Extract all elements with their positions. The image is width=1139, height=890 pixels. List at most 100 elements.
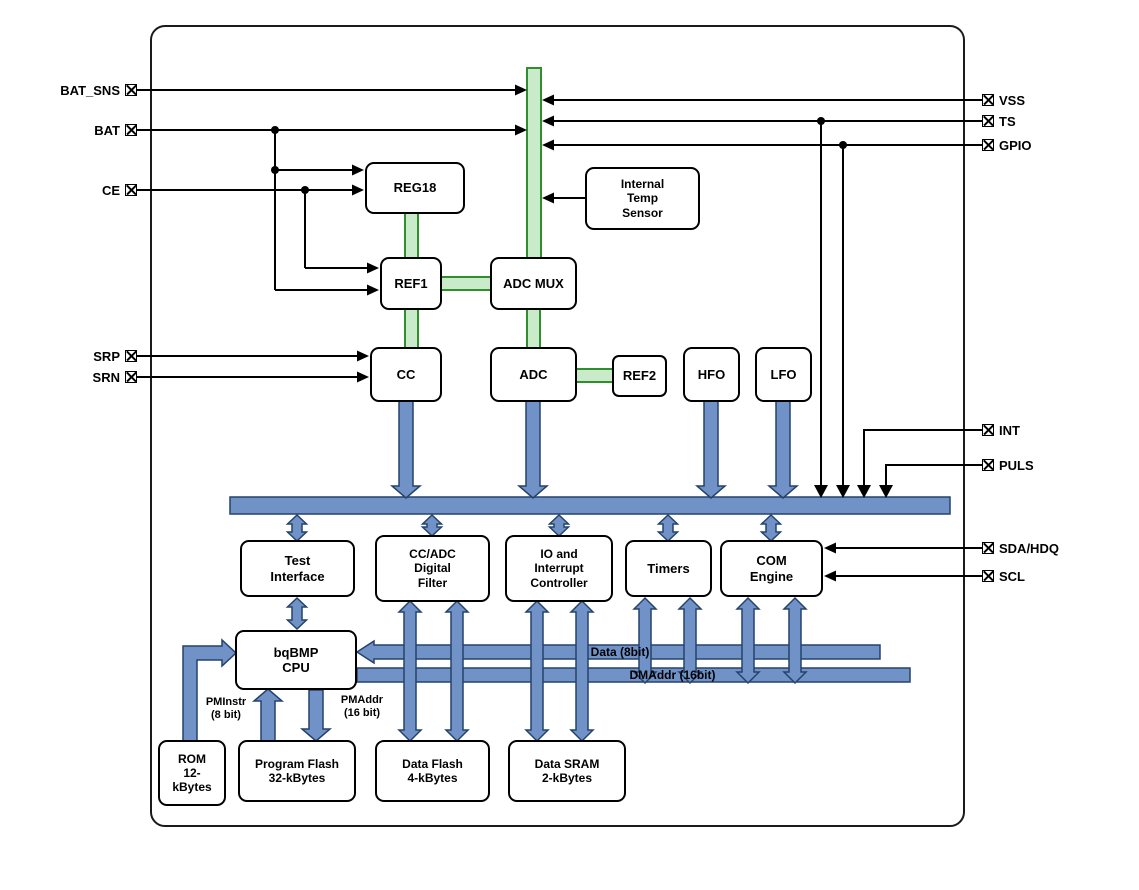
pin-terminal-icon [982,139,994,151]
pin-terminal-icon [125,84,137,96]
pin-terminal-icon [982,570,994,582]
pin-label: PULS [999,457,1034,473]
adc-ref2-link [574,368,616,383]
pin-label: CE [101,182,120,198]
ref1-adcmux-link [439,276,493,291]
arrowhead [542,115,554,127]
block-data-flash: Data Flash 4-kBytes [375,740,490,802]
dmaddr-bus-label: DMAddr (16bit) [629,668,716,682]
pin-bat-sns: BAT_SNS [0,81,137,99]
com-bus-arrow-1 [735,596,761,685]
pmaddr-label: PMAddr (16 bit) [340,694,384,719]
pin-puls: PULS [982,456,1034,474]
block-rom: ROM 12- kBytes [158,740,226,806]
green-vertical-bus [526,67,542,261]
junction-dot [271,166,279,174]
block-cc: CC [370,347,442,402]
arrowhead [879,485,893,498]
pin-label: GPIO [999,137,1032,153]
arrowhead [814,485,828,498]
arrowhead [352,164,364,176]
block-reg18: REG18 [365,162,465,214]
com-bus-arrow-2 [782,596,808,685]
pin-label: BAT_SNS [60,82,120,98]
data-bus-label: Data (8bit) [590,645,650,659]
pminstr-label: PMInstr (8 bit) [205,696,247,721]
pminstr-arrow [251,688,285,742]
puls-line [885,464,982,489]
arrowhead [352,184,364,196]
block-internal-temp-sensor: Internal Temp Sensor [585,167,700,230]
bus-filter-arrow [420,513,444,538]
hfo-to-bus-arrow [694,399,728,499]
pin-label: SCL [999,568,1025,584]
pin-terminal-icon [982,459,994,471]
pin-ts: TS [982,112,1016,130]
chip-boundary [150,25,965,827]
arrowhead [824,570,836,582]
signal-lines-group [137,89,982,577]
block-adc: ADC [490,347,577,402]
rom-to-cpu-arrow [182,638,238,742]
pin-ce: CE [0,181,137,199]
blue-bus-group [182,399,951,743]
pin-label: BAT [94,122,120,138]
ref1-cc-link [404,307,419,351]
block-adc-mux: ADC MUX [490,257,577,310]
arrowhead [357,350,369,362]
arrowhead [857,485,871,498]
pin-terminal-icon [982,115,994,127]
reg18-ref1-link [404,211,419,261]
pin-terminal-icon [125,350,137,362]
arrowheads-group [352,84,893,582]
pin-label: SDA/HDQ [999,540,1059,556]
bus-com-arrow [759,513,783,543]
pin-terminal-icon [125,184,137,196]
adcmux-adc-link [526,307,541,351]
pin-vss: VSS [982,91,1025,109]
pin-label: INT [999,422,1020,438]
block-data-sram: Data SRAM 2-kBytes [508,740,626,802]
arrowhead [515,84,527,96]
timers-bus-arrow-2 [677,596,703,685]
arrowhead [824,542,836,554]
pin-srp: SRP [0,347,137,365]
block-hfo: HFO [683,347,740,402]
pin-int: INT [982,421,1020,439]
block-program-flash: Program Flash 32-kBytes [238,740,356,802]
dmaddr-bus [356,667,911,683]
pmaddr-arrow [299,689,333,742]
junction-dot [271,126,279,134]
pin-gpio: GPIO [982,136,1032,154]
junction-dot [839,141,847,149]
pin-terminal-icon [982,542,994,554]
pin-label: VSS [999,92,1026,108]
green-bus-group [404,67,616,383]
pin-terminal-icon [982,424,994,436]
pin-terminal-icon [982,94,994,106]
block-ref2: REF2 [612,355,667,397]
arrowhead [357,371,369,383]
junction-dot [301,186,309,194]
testif-cpu-arrow [285,596,309,631]
int-line [863,429,982,489]
pin-label: SRP [93,348,120,364]
pin-label: SRN [92,369,120,385]
cc-to-bus-arrow [389,399,423,499]
pin-bat: BAT [0,121,137,139]
pin-terminal-icon [125,124,137,136]
block-timers: Timers [625,540,712,597]
block-lfo: LFO [755,347,812,402]
adc-to-bus-arrow [516,399,550,499]
junction-dots-group [271,117,847,194]
pin-srn: SRN [0,368,137,386]
main-bus [229,496,951,515]
arrowhead [836,485,850,498]
block-ref1: REF1 [380,257,442,310]
pin-sda-hdq: SDA/HDQ [982,539,1059,557]
arrowhead [542,192,554,204]
arrowhead [515,124,527,136]
pin-scl: SCL [982,567,1025,585]
